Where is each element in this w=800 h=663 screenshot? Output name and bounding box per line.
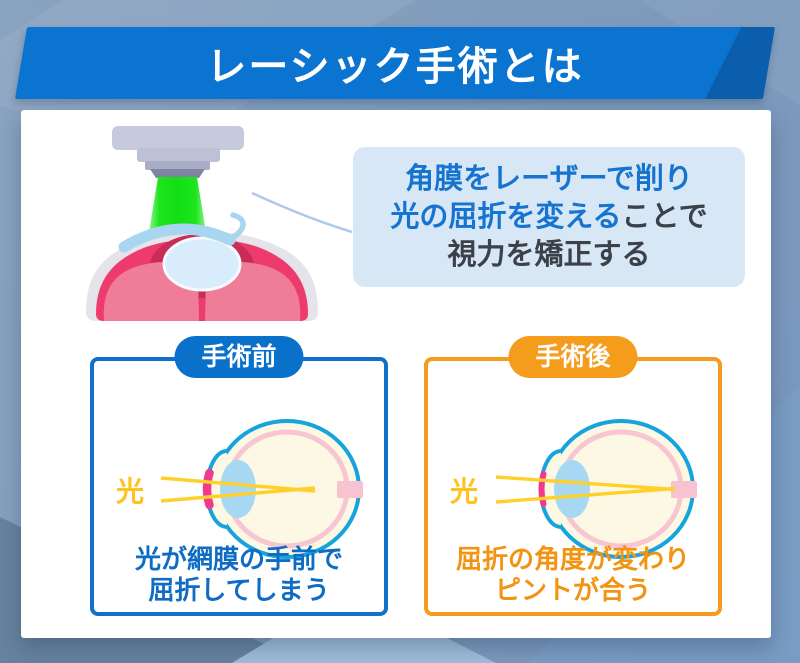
lens-icon [554, 460, 590, 518]
after-surgery-box: 手術後 光 屈折の角度が変わり ピントが合う [424, 336, 722, 616]
eye-diagram-before: 光 [115, 419, 363, 559]
light-label: 光 [449, 476, 478, 507]
optic-nerve [671, 481, 697, 498]
cornea-flap-icon [118, 212, 246, 253]
lens-icon [220, 460, 256, 518]
speech-bubble: 角膜をレーザーで削り 光の屈折を変えることで 視力を矯正する [353, 147, 745, 287]
light-ray [495, 475, 676, 492]
page-title: レーシック手術とは [206, 45, 584, 89]
light-ray [160, 486, 316, 503]
cornea-crescent [538, 471, 547, 507]
before-caption: 光が網膜の手前で 屈折してしまう [134, 544, 343, 605]
eye-diagram-after: 光 [449, 419, 697, 559]
laser-surgery-illustration [86, 126, 318, 321]
cornea-crescent [202, 468, 214, 510]
light-ray [495, 486, 676, 504]
title-banner: レーシック手術とは [14, 27, 776, 99]
light-label: 光 [115, 476, 144, 507]
optic-nerve [337, 481, 363, 498]
bubble-line-3: 視力を矯正する [447, 239, 651, 271]
after-caption: 屈折の角度が変わり ピントが合う [455, 544, 690, 605]
content-card: 角膜をレーザーで削り 光の屈折を変えることで 視力を矯正する 手術前 光 [21, 110, 771, 638]
bubble-line-1: 角膜をレーザーで削り [405, 163, 693, 195]
eye-cross-section-icon [86, 231, 318, 321]
bubble-line-2: 光の屈折を変えることで [390, 201, 708, 233]
after-surgery-label: 手術後 [508, 336, 638, 378]
before-surgery-box: 手術前 光 光が網膜の手前で 屈折してしまう [90, 336, 388, 616]
laser-beam-icon [149, 177, 206, 232]
before-surgery-label: 手術前 [174, 336, 304, 378]
laser-machine-icon [112, 126, 244, 178]
